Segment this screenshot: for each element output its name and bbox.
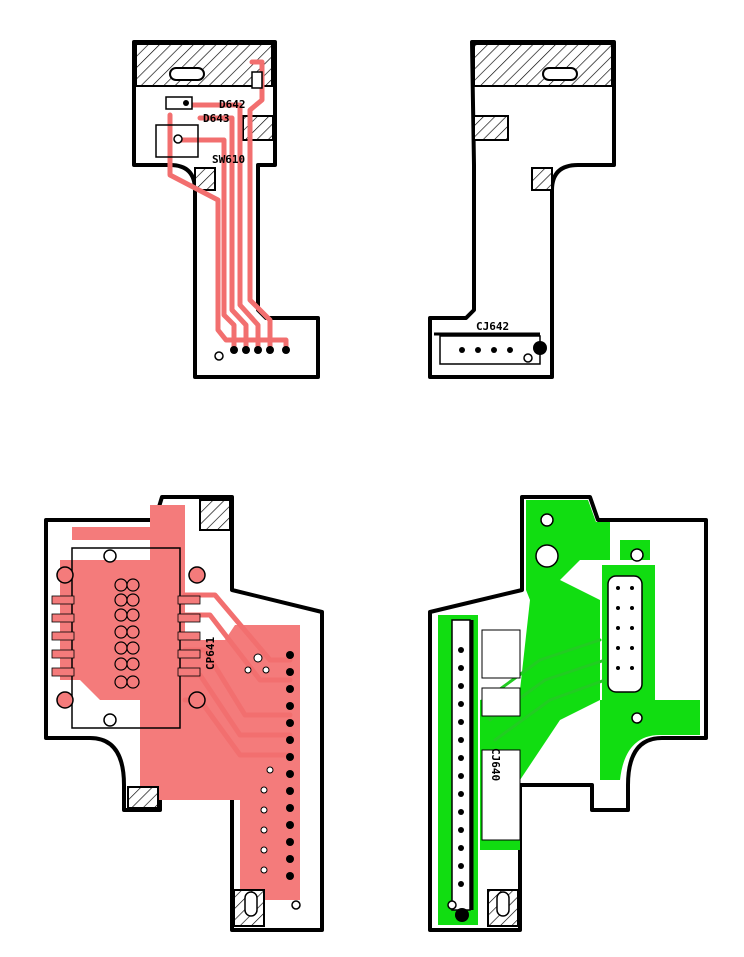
d642-label: D642 [219, 98, 246, 111]
d642-body [252, 72, 262, 88]
board-top-left: D642 D643 SW610 [134, 42, 318, 377]
cp641-label: CP641 [204, 637, 217, 670]
cj642-label: CJ642 [476, 320, 509, 333]
cj640-label: CJ640 [489, 748, 502, 781]
board-bottom-right: CJ640 [430, 497, 706, 930]
sw610-label: SW610 [212, 153, 245, 166]
d643-label: D643 [203, 112, 230, 125]
board-bottom-left: CP641 [46, 497, 322, 930]
cj640-socket [608, 576, 642, 692]
board-top-right: CJ642 [430, 42, 614, 377]
